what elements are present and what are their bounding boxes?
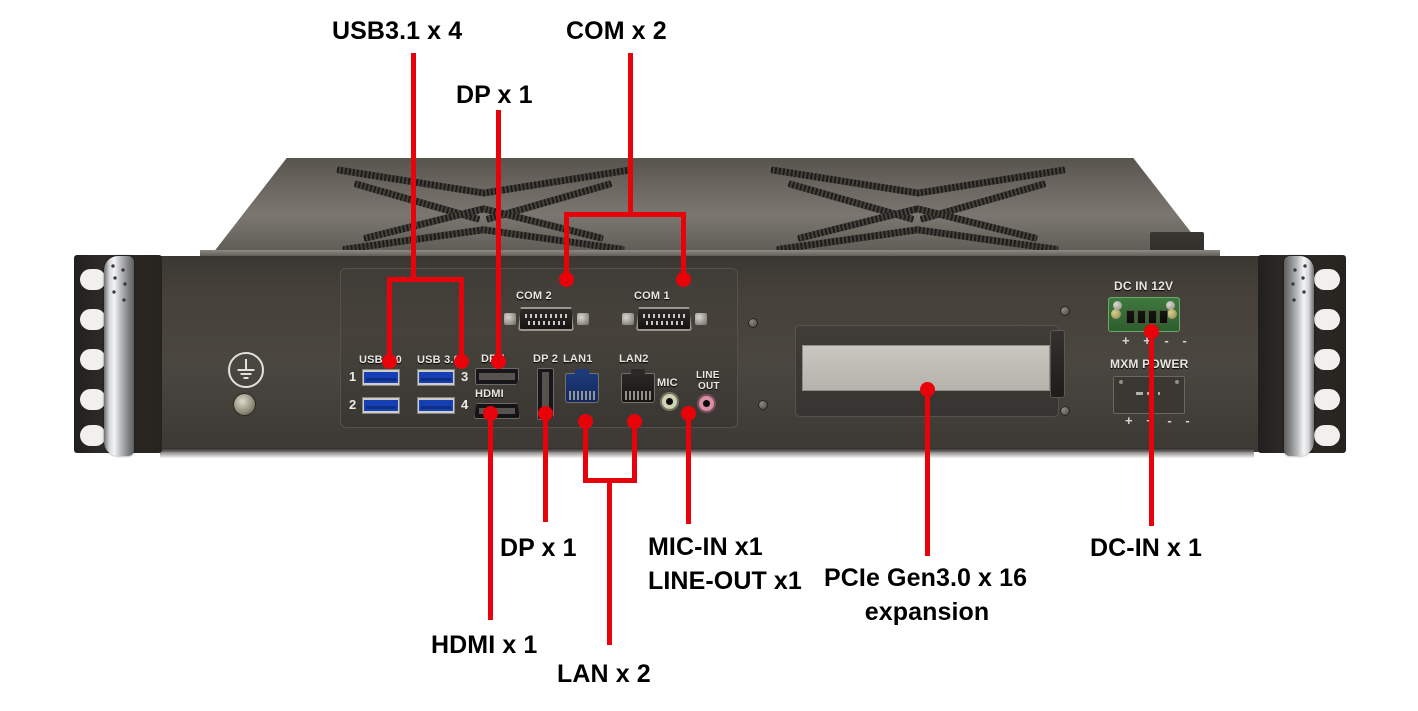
panel-screw-4 [1060, 406, 1070, 416]
rack-handle-left[interactable] [104, 256, 134, 456]
hdmi-label: HDMI [475, 388, 504, 400]
callout-hdmi: HDMI x 1 [431, 631, 538, 659]
mic-label: MIC [657, 377, 678, 389]
audio-leader-stem [686, 412, 691, 524]
dc-in-polarity-markings: + + - - [1122, 333, 1192, 348]
panel-screw-1 [748, 318, 758, 328]
com2-jackscrew-right [577, 313, 589, 325]
usb-port-2-number: 2 [349, 397, 357, 412]
dp2-label: DP 2 [533, 353, 559, 365]
lan-leader-branch-left [583, 422, 588, 482]
lan2-label: LAN2 [619, 353, 649, 365]
callout-dp-top: DP x 1 [456, 81, 533, 109]
usb31-leader-branch-right [459, 277, 464, 362]
com1-jackscrew-right [695, 313, 707, 325]
io-panel: COM 2 COM 1 USB 3.0 USB 3.0 1 2 3 4 [340, 268, 738, 428]
dp-bottom-leader-dot [538, 406, 553, 421]
chassis-lid-lip [200, 250, 1220, 259]
com-leader-cross [564, 212, 686, 217]
callout-pcie-line1: PCIe Gen3.0 x 16 [824, 564, 1028, 592]
panel-screw-3 [1060, 306, 1070, 316]
dcin-leader-stem [1149, 330, 1154, 526]
lan-leader-stem [607, 478, 612, 645]
com1-label: COM 1 [634, 290, 670, 302]
com1-leader-dot [676, 272, 691, 287]
com-leader-stem [628, 53, 633, 214]
lan-leader-branch-right [632, 422, 637, 482]
callout-mic-in: MIC-IN x1 [648, 533, 763, 561]
pcie-leader-stem [925, 388, 930, 556]
usb-port-3[interactable] [417, 369, 455, 386]
vent-pattern-right [766, 166, 1066, 254]
callout-lan: LAN x 2 [557, 660, 651, 688]
com2-jackscrew-left [504, 313, 516, 325]
usb31-leader-branch-left [387, 277, 392, 362]
dcin-leader-dot [1144, 324, 1159, 339]
mxm-power-contacts [1136, 392, 1160, 395]
callout-line-out: LINE-OUT x1 [648, 567, 802, 595]
lan2-leader-dot [627, 414, 642, 429]
dp1-port[interactable] [475, 368, 519, 385]
com-leader-branch-left [564, 212, 569, 278]
lan2-port[interactable] [621, 369, 655, 403]
com-leader-branch-right [681, 212, 686, 278]
callout-usb31: USB3.1 x 4 [332, 17, 463, 45]
rack-handle-right[interactable] [1284, 256, 1314, 456]
line-out-jack[interactable] [697, 394, 716, 413]
pcie-slot-latch[interactable] [1050, 330, 1065, 398]
usb-port-4-number: 4 [461, 397, 469, 412]
earth-ground-icon [228, 352, 264, 388]
usb31-leader-dot-left [382, 354, 397, 369]
usb-port-3-number: 3 [461, 369, 469, 384]
dp-top-leader-dot [491, 354, 506, 369]
dp-top-leader-stem [496, 110, 501, 362]
vent-pattern-left [332, 166, 632, 254]
usb31-leader-cross [387, 277, 464, 282]
callout-dp-bottom: DP x 1 [500, 534, 577, 562]
lan1-port[interactable] [565, 369, 599, 403]
callout-pcie-line2: expansion [864, 598, 990, 626]
com2-leader-dot [559, 272, 574, 287]
lan1-label: LAN1 [563, 353, 593, 365]
usb-port-1-number: 1 [349, 369, 357, 384]
panel-screw-2 [758, 400, 768, 410]
lan1-leader-dot [578, 414, 593, 429]
usb-port-4[interactable] [417, 397, 455, 414]
ground-stud-screw [234, 394, 255, 415]
rack-ear-left [74, 255, 162, 453]
pcie-leader-dot [920, 382, 935, 397]
chassis-base-shadow [160, 448, 1254, 458]
mxm-polarity-markings: + + - - [1125, 413, 1195, 428]
audio-leader-dot [681, 406, 696, 421]
usb-port-1[interactable] [362, 369, 400, 386]
com1-jackscrew-left [622, 313, 634, 325]
com1-port[interactable] [636, 307, 692, 331]
mic-in-jack[interactable] [660, 392, 679, 411]
dc-in-label: DC IN 12V [1114, 279, 1174, 293]
line-out-label-line2: OUT [698, 381, 720, 392]
usb31-leader-dot-right [454, 354, 469, 369]
callout-com: COM x 2 [566, 17, 667, 45]
hdmi-leader-stem [488, 412, 493, 620]
dp-bottom-leader-stem [543, 412, 548, 522]
dc-in-terminal-block[interactable] [1108, 297, 1180, 332]
usb31-leader-stem [411, 53, 416, 280]
callout-dc-in: DC-IN x 1 [1090, 534, 1203, 562]
com2-label: COM 2 [516, 290, 552, 302]
usb-port-2[interactable] [362, 397, 400, 414]
chassis-top-lid [206, 158, 1214, 262]
com2-port[interactable] [518, 307, 574, 331]
line-out-label-line1: LINE [696, 370, 720, 381]
hdmi-leader-dot [483, 406, 498, 421]
usb-right-group-label: USB 3.0 [417, 354, 460, 366]
